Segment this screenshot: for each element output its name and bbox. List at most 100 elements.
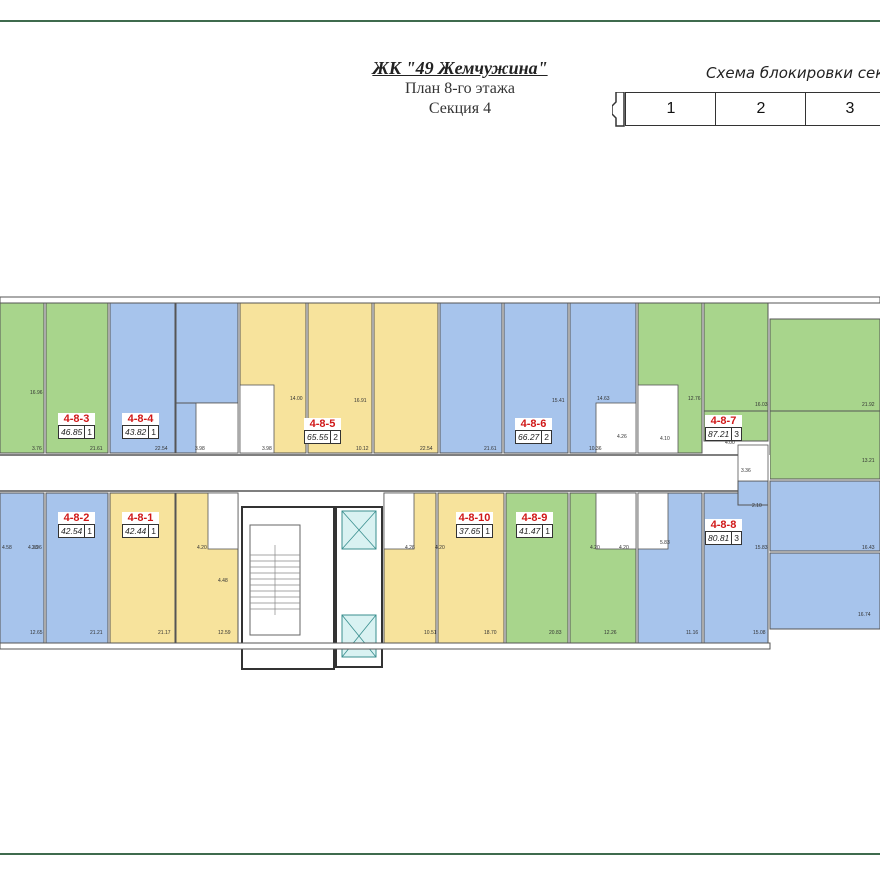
apartment-area: 80.81 — [708, 533, 730, 543]
elevator-shafts — [335, 506, 383, 668]
room-area: 21.61 — [484, 446, 497, 452]
section-2-label: 2 — [756, 100, 766, 117]
apartment-rooms: 1 — [84, 525, 94, 537]
title-block: ЖК "49 Жемчужина" План 8-го этажа Секция… — [300, 58, 620, 119]
apartment-id: 4-8-7 — [705, 415, 743, 427]
apartment-id: 4-8-3 — [58, 413, 96, 425]
room-area: 15.83 — [755, 545, 768, 551]
block-scheme-title: Схема блокировки сек — [706, 64, 880, 82]
room-area: 4.58 — [2, 545, 12, 551]
apartment-area: 66.27 — [518, 432, 540, 442]
frame-bottom-line — [0, 853, 880, 855]
room-area: 14.00 — [290, 396, 303, 402]
room-area: 16.91 — [354, 398, 367, 404]
apartment-area: 46.85 — [61, 427, 83, 437]
room-area: 13.21 — [862, 458, 875, 464]
room-area: 5.83 — [660, 540, 670, 546]
room-area: 16.43 — [862, 545, 875, 551]
apartment-rooms: 1 — [84, 426, 94, 438]
room-area: 4.10 — [660, 436, 670, 442]
apartment-id: 4-8-4 — [122, 413, 160, 425]
room-area: 16.74 — [858, 612, 871, 618]
room-area: 15.08 — [753, 630, 766, 636]
block-scheme-section-3[interactable]: 3 — [805, 92, 880, 126]
room-area: 4.20 — [590, 545, 600, 551]
room-area: 14.63 — [597, 396, 610, 402]
room-area: 12.65 — [30, 630, 43, 636]
room-area: 4.00 — [725, 440, 735, 446]
apartment-rooms: 1 — [148, 525, 158, 537]
room-area: 15.41 — [552, 398, 565, 404]
room-area: 10.12 — [356, 446, 369, 452]
room-area: 4.20 — [28, 545, 38, 551]
frame-top-line — [0, 20, 880, 22]
apartment-id: 4-8-10 — [456, 512, 494, 524]
apartment-rooms: 1 — [542, 525, 552, 537]
room-area: 3.36 — [741, 468, 751, 474]
room-area: 3.98 — [195, 446, 205, 452]
room-area: 10.51 — [424, 630, 437, 636]
room-area: 18.70 — [484, 630, 497, 636]
bathroom-cells — [195, 384, 769, 550]
room-area: 21.61 — [90, 446, 103, 452]
floor-plan — [0, 296, 880, 670]
section-3-label: 3 — [845, 100, 855, 117]
apartment-id: 4-8-6 — [515, 418, 553, 430]
apartment-id: 4-8-8 — [705, 519, 743, 531]
staircase — [241, 506, 335, 670]
balconies — [0, 296, 880, 650]
apartment-id: 4-8-5 — [304, 418, 342, 430]
room-area: 22.54 — [420, 446, 433, 452]
apartment-rooms: 2 — [330, 431, 340, 443]
room-area: 4.20 — [197, 545, 207, 551]
apartment-area: 41.47 — [519, 526, 541, 536]
room-area: 22.54 — [155, 446, 168, 452]
room-area: 4.20 — [619, 545, 629, 551]
floor-plan-title: План 8-го этажа — [404, 80, 515, 97]
room-area: 16.03 — [755, 402, 768, 408]
room-area: 4.20 — [435, 545, 445, 551]
apartment-area: 43.82 — [125, 427, 147, 437]
apartment-rooms: 3 — [731, 532, 741, 544]
apartment-rooms: 3 — [731, 428, 741, 440]
apartment-id: 4-8-1 — [122, 512, 160, 524]
apartment-area: 37.65 — [459, 526, 481, 536]
room-area: 20.83 — [549, 630, 562, 636]
room-area: 3.98 — [262, 446, 272, 452]
apartment-area: 65.55 — [307, 432, 329, 442]
room-area: 2.10 — [752, 503, 762, 509]
room-area: 4.48 — [218, 578, 228, 584]
apartment-rooms: 1 — [148, 426, 158, 438]
room-area: 21.17 — [158, 630, 171, 636]
room-area: 10.36 — [589, 446, 602, 452]
apartment-rooms: 2 — [541, 431, 551, 443]
corridor — [0, 455, 770, 491]
apartment-area: 87.21 — [708, 429, 730, 439]
apartment-id: 4-8-9 — [516, 512, 554, 524]
complex-title: ЖК "49 Жемчужина" — [372, 58, 548, 78]
block-scheme-section-1[interactable]: 1 — [625, 92, 717, 126]
apartment-rooms: 1 — [482, 525, 492, 537]
section-1-label: 1 — [666, 100, 676, 117]
block-scheme-notch — [612, 92, 625, 127]
room-area: 21.92 — [862, 402, 875, 408]
room-area: 4.26 — [617, 434, 627, 440]
room-area: 16.96 — [30, 390, 43, 396]
section-title: Секция 4 — [428, 100, 492, 117]
room-area: 12.59 — [218, 630, 231, 636]
block-scheme-section-2[interactable]: 2 — [715, 92, 807, 126]
room-area: 3.76 — [32, 446, 42, 452]
room-area: 12.76 — [688, 396, 701, 402]
room-area: 3.96 — [32, 545, 42, 551]
apartment-id: 4-8-2 — [58, 512, 96, 524]
